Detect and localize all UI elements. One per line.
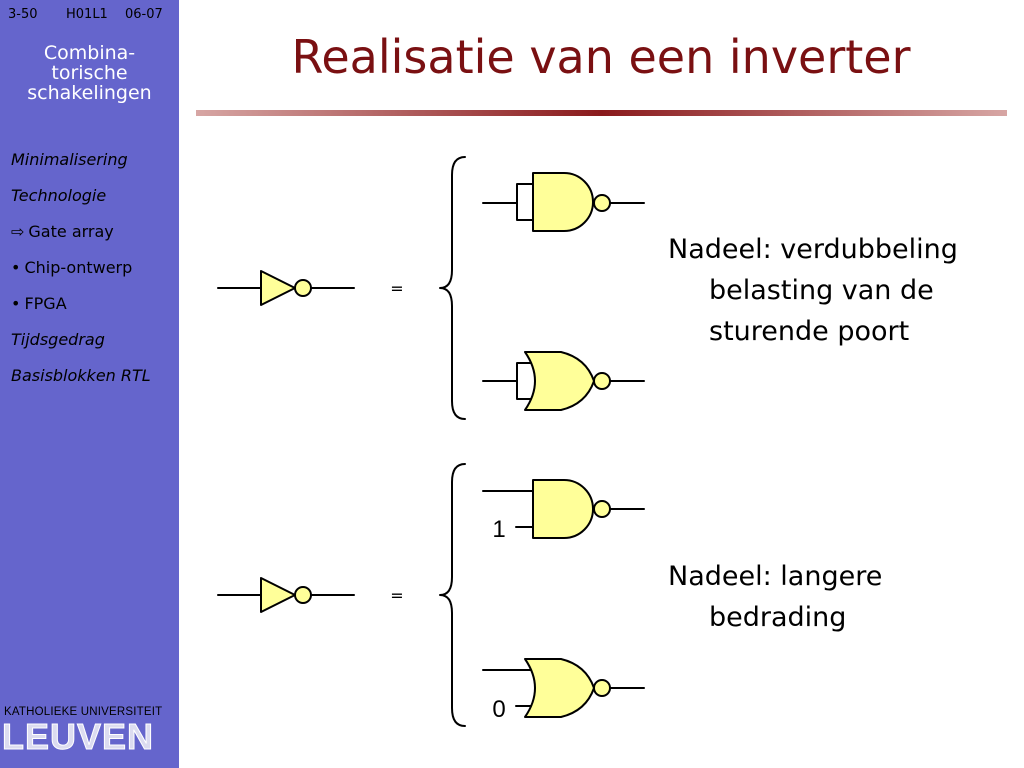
constant-zero-label: 0 — [492, 696, 505, 723]
note-line: sturende poort — [709, 316, 910, 347]
note-double-load: Nadeel: verdubbeling belasting van de st… — [668, 229, 958, 352]
note-longer-wiring: Nadeel: langere bedrading — [668, 556, 882, 638]
nav-item-label: Basisblokken RTL — [11, 366, 151, 385]
nav-item-label: Gate array — [28, 222, 114, 241]
nor-gate-constant-zero — [482, 658, 645, 718]
note-line: Nadeel: verdubbeling — [668, 234, 958, 265]
university-logo: LEUVEN — [1, 716, 155, 758]
arrow-right-icon: ⇨ — [11, 222, 25, 241]
course-title: Combina- torische schakelingen — [0, 43, 179, 103]
nav-item-label: FPGA — [24, 294, 67, 313]
sidebar: 3-50 H01L1 06-07 Combina- torische schak… — [0, 0, 179, 768]
inverter-symbol-top — [217, 270, 355, 306]
course-year: 06-07 — [125, 7, 163, 22]
nand-gate-tied-inputs — [482, 172, 645, 232]
course-title-line-1: Combina- — [43, 42, 136, 64]
note-line: Nadeel: langere — [668, 561, 883, 592]
nav-item-chip-ontwerp[interactable]: •Chip-ontwerp — [11, 258, 132, 277]
slide-number: 3-50 — [8, 7, 38, 22]
nav-item-basisblokken-rtl[interactable]: Basisblokken RTL — [11, 366, 151, 385]
constant-one-label: 1 — [492, 516, 505, 543]
nand-gate-constant-one — [482, 479, 645, 539]
nav-item-minimalisering[interactable]: Minimalisering — [11, 150, 128, 169]
bullet-icon: • — [11, 258, 21, 277]
course-title-line-2: torische — [51, 62, 128, 84]
course-code: H01L1 — [66, 7, 108, 22]
equals-sign-bottom: = — [390, 586, 403, 605]
nav-item-technologie[interactable]: Technologie — [11, 186, 106, 205]
nav-item-fpga[interactable]: •FPGA — [11, 294, 67, 313]
equals-sign-top: = — [390, 279, 403, 298]
page-title: Realisatie van een inverter — [291, 30, 911, 84]
course-title-line-3: schakelingen — [27, 82, 152, 104]
nav-item-label: Technologie — [11, 186, 107, 205]
bullet-icon: • — [11, 294, 21, 313]
title-divider — [196, 110, 1007, 116]
nav-item-label: Chip-ontwerp — [24, 258, 133, 277]
nav-item-label: Tijdsgedrag — [11, 330, 105, 349]
nav-item-label: Minimalisering — [11, 150, 128, 169]
note-line: belasting van de — [709, 275, 934, 306]
nav-item-gate-array[interactable]: ⇨Gate array — [11, 222, 114, 241]
note-line: bedrading — [709, 602, 847, 633]
nav-item-tijdsgedrag[interactable]: Tijdsgedrag — [11, 330, 105, 349]
nor-gate-tied-inputs — [482, 351, 645, 411]
brace-top — [439, 156, 466, 420]
brace-bottom — [439, 463, 466, 727]
inverter-symbol-bottom — [217, 577, 355, 613]
university-name-small: KATHOLIEKE UNIVERSITEIT — [4, 706, 163, 718]
